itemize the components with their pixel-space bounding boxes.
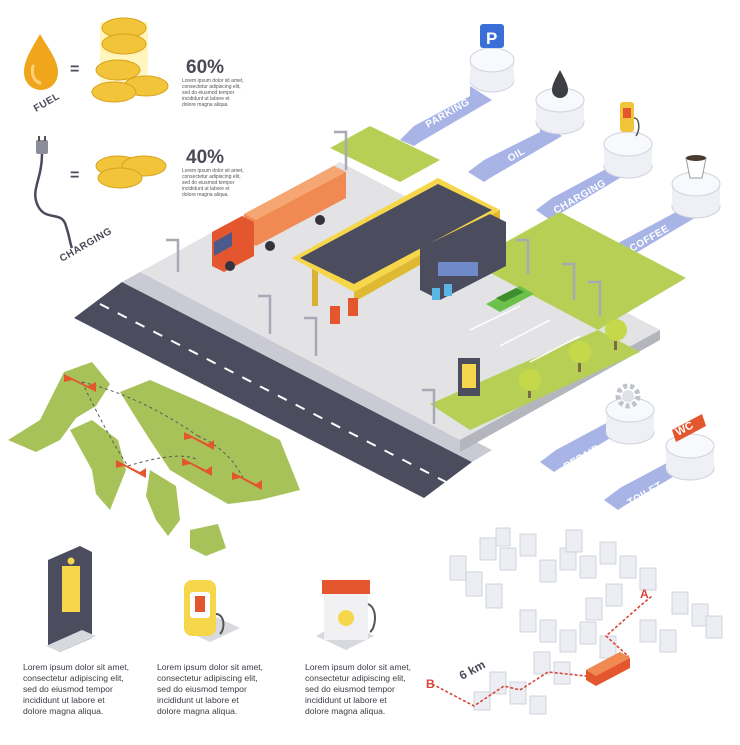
grass-area xyxy=(470,212,686,330)
charging-equals: = xyxy=(70,167,79,184)
map-truck-icons xyxy=(64,374,262,490)
fuel-drop-icon xyxy=(24,34,58,90)
svg-text:Lorem ipsum dolor sit amet,: Lorem ipsum dolor sit amet, xyxy=(182,168,244,174)
tanker-truck xyxy=(212,166,346,272)
gear-icon xyxy=(615,383,641,409)
city-route-map: B A 6 km xyxy=(426,527,723,715)
svg-text:dolore magna aliqua.: dolore magna aliqua. xyxy=(182,192,229,198)
fuel-label: FUEL xyxy=(32,91,62,115)
oil-drop-icon xyxy=(552,70,568,98)
coffee-cup-icon xyxy=(685,155,707,179)
svg-text:incididunt ut labore et: incididunt ut labore et xyxy=(182,186,230,192)
svg-text:consectetur adipiscing elit,: consectetur adipiscing elit, xyxy=(182,84,241,90)
fuel-pumps xyxy=(330,284,452,324)
caption-fuel-dispenser: Lorem ipsum dolor sit amet, consectetur … xyxy=(305,662,412,716)
route-end-label: A xyxy=(640,587,649,601)
fuel-dispenser xyxy=(316,580,376,650)
fuel-description: Lorem ipsum dolor sit amet, consectetur … xyxy=(182,78,244,108)
svg-text:sed do eiusmod tempor: sed do eiusmod tempor xyxy=(182,90,235,96)
svg-text:dolore magna aliqua.: dolore magna aliqua. xyxy=(182,102,229,108)
fuel-equals: = xyxy=(70,61,79,78)
world-map xyxy=(8,362,300,556)
gas-station-scene xyxy=(74,126,686,498)
street-lamps xyxy=(166,130,602,424)
city-blocks xyxy=(449,527,723,715)
caption-ev-charger: Lorem ipsum dolor sit amet, consectetur … xyxy=(157,662,264,716)
svg-text:sed do eiusmod tempor: sed do eiusmod tempor xyxy=(182,180,235,186)
price-board xyxy=(458,358,480,396)
coin-pile-icon xyxy=(95,155,167,189)
green-car xyxy=(486,286,534,312)
svg-text:Lorem ipsum dolor sit amet,: Lorem ipsum dolor sit amet, xyxy=(182,78,244,84)
charging-plug-icon xyxy=(34,136,74,249)
caption-price-tower: Lorem ipsum dolor sit amet, consectetur … xyxy=(23,662,130,716)
fuel-legend: FUEL = 60% Lorem ipsum dolor sit amet, c… xyxy=(24,17,244,115)
service-toilet: TOILET WC xyxy=(604,414,715,510)
service-oil: OIL xyxy=(468,70,585,182)
charging-station-icon xyxy=(620,102,640,137)
svg-text:incididunt ut labore et: incididunt ut labore et xyxy=(182,96,230,102)
ev-charger xyxy=(184,580,240,642)
service-repair: REPAIR xyxy=(540,383,655,473)
price-display-tower xyxy=(46,546,96,652)
service-parking: PARKING P xyxy=(400,24,515,146)
svg-text:consectetur adipiscing elit,: consectetur adipiscing elit, xyxy=(182,174,241,180)
trees xyxy=(519,319,627,398)
route-start-label: B xyxy=(426,677,435,691)
svg-text:P: P xyxy=(486,29,497,48)
route-line xyxy=(431,595,653,707)
station-shop xyxy=(420,214,506,300)
coin-stack-icon xyxy=(91,17,169,103)
route-distance-label: 6 km xyxy=(457,657,488,682)
charging-description: Lorem ipsum dolor sit amet, consectetur … xyxy=(182,168,244,198)
fuel-percent: 60% xyxy=(186,57,224,78)
route-truck-icon xyxy=(586,652,630,686)
parking-sign-icon: P xyxy=(480,24,504,48)
toilet-sign-icon: WC xyxy=(672,414,706,442)
charging-percent: 40% xyxy=(186,147,224,168)
